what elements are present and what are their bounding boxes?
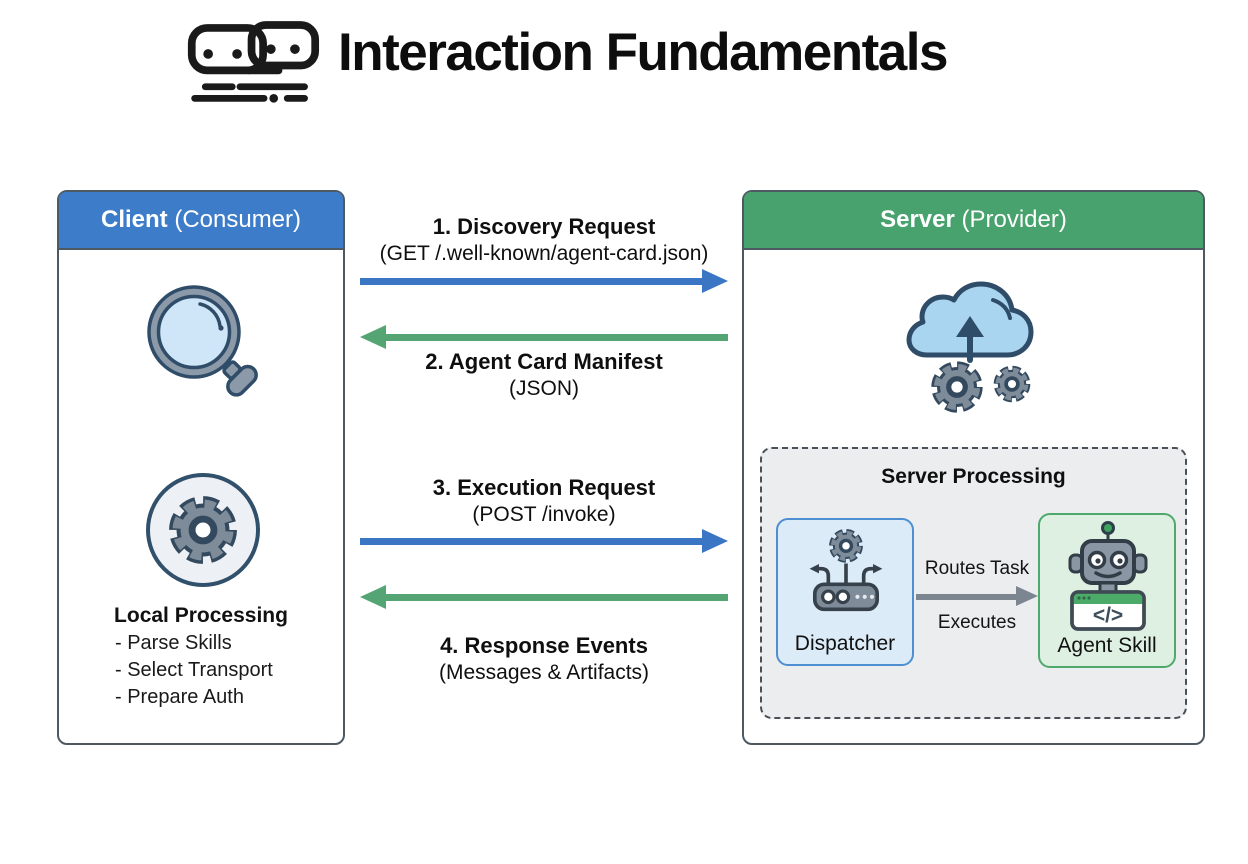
message-title: 3. Execution Request xyxy=(432,475,656,500)
client-header-normal: (Consumer) xyxy=(167,206,302,233)
robot-icon: </> xyxy=(1068,521,1148,631)
page-title: Interaction Fundamentals xyxy=(338,23,948,82)
server-processing-title: Server Processing xyxy=(881,465,1066,488)
message-agent-card-manifest: 2. Agent Card Manifest (JSON) xyxy=(352,348,736,402)
server-panel-header: Server (Provider) xyxy=(744,192,1203,250)
message-subtitle: (Messages & Artifacts) xyxy=(438,661,650,684)
executes-label: Executes xyxy=(937,612,1017,633)
message-title: 2. Agent Card Manifest xyxy=(425,349,663,374)
arrow-head xyxy=(360,325,386,349)
arrow-head xyxy=(702,269,728,293)
cloud-upload-icon xyxy=(906,281,1034,420)
local-processing-item: - Prepare Auth xyxy=(115,686,244,708)
arrow-head xyxy=(702,529,728,553)
execution-request-arrow xyxy=(360,529,728,554)
svg-text:</>: </> xyxy=(1093,604,1123,627)
routes-task-label: Routes Task xyxy=(924,558,1030,579)
dispatcher-icon xyxy=(809,524,883,612)
arrow-head xyxy=(1016,586,1038,606)
message-title: 1. Discovery Request xyxy=(432,214,656,239)
local-processing-item: - Select Transport xyxy=(115,659,273,681)
response-events-arrow xyxy=(360,585,728,610)
arrow-shaft xyxy=(382,334,728,341)
discovery-request-arrow xyxy=(360,269,728,294)
agent-skill-label: Agent Skill xyxy=(1057,634,1157,657)
client-panel: Client (Consumer) Local Processing - Par… xyxy=(57,190,345,745)
server-header-bold: Server xyxy=(880,206,955,233)
server-panel: Server (Provider) Server Processing xyxy=(742,190,1205,745)
message-subtitle: (JSON) xyxy=(509,377,579,400)
message-subtitle: (POST /invoke) xyxy=(472,503,616,526)
dispatcher-label: Dispatcher xyxy=(794,632,896,655)
routes-task-arrow xyxy=(916,586,1038,607)
local-processing-item: - Parse Skills xyxy=(115,632,232,654)
agent-skill-card: </> Agent Skill xyxy=(1038,513,1176,668)
arrow-shaft xyxy=(916,593,1020,600)
arrow-head xyxy=(360,585,386,609)
message-response-events: 4. Response Events (Messages & Artifacts… xyxy=(352,632,736,686)
a2a-logo-icon xyxy=(187,21,320,103)
agent-card-manifest-arrow xyxy=(360,325,728,350)
local-processing-title: Local Processing xyxy=(114,604,288,627)
server-header-normal: (Provider) xyxy=(954,206,1067,233)
client-header-bold: Client xyxy=(100,206,168,233)
arrow-shaft xyxy=(360,278,706,285)
magnifier-icon xyxy=(147,285,258,397)
dispatcher-card: Dispatcher xyxy=(776,518,914,666)
message-subtitle: (GET /.well-known/agent-card.json) xyxy=(379,242,709,265)
arrow-shaft xyxy=(382,594,728,601)
server-processing-box: Server Processing Dispatcher xyxy=(760,447,1187,719)
message-discovery-request: 1. Discovery Request (GET /.well-known/a… xyxy=(352,213,736,267)
client-panel-header: Client (Consumer) xyxy=(59,192,343,250)
message-title: 4. Response Events xyxy=(440,633,648,658)
message-execution-request: 3. Execution Request (POST /invoke) xyxy=(352,474,736,528)
gear-icon xyxy=(146,473,260,587)
arrow-shaft xyxy=(360,538,706,545)
